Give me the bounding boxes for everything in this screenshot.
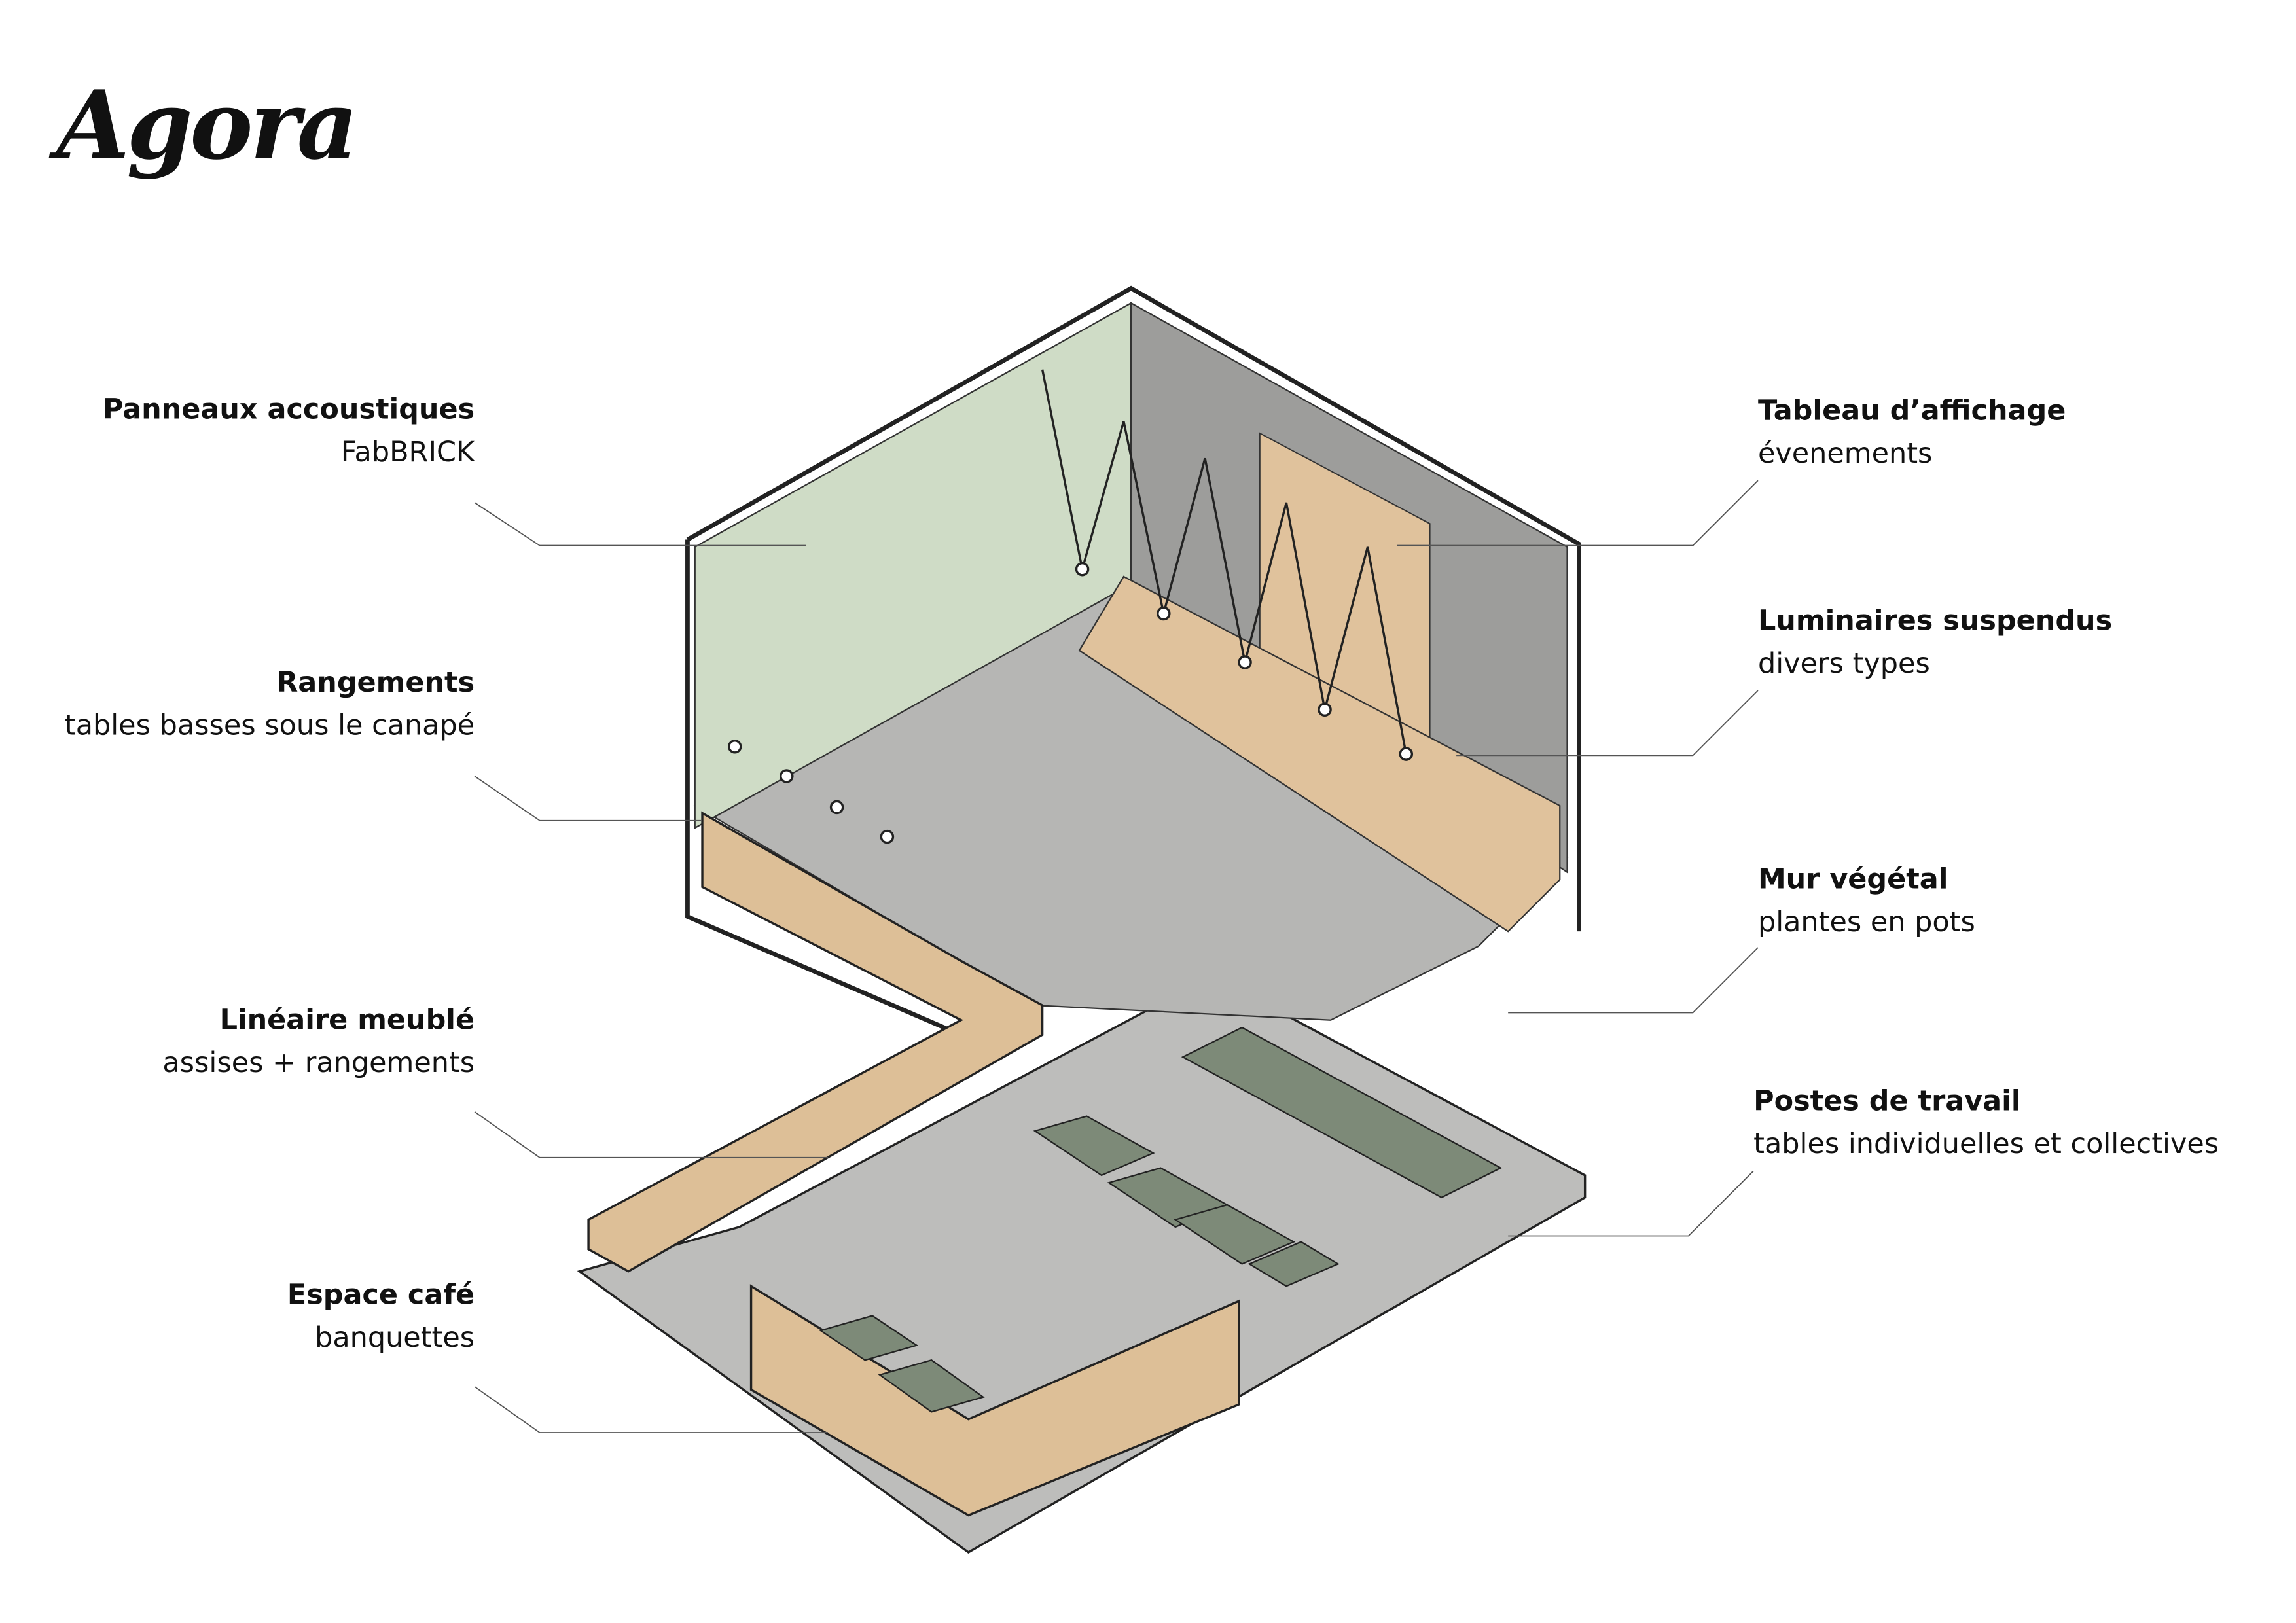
label-subtitle: tables individuelles et collectives [1753, 1128, 2219, 1161]
table [1033, 1115, 1155, 1177]
label-title: Tableau d’affichage [1757, 395, 2066, 427]
label-subtitle: évenements [1757, 437, 1933, 471]
label-cafe-space: Espace café banquettes [287, 1274, 475, 1360]
label-title: Espace café [287, 1279, 475, 1311]
collective-table [1181, 1026, 1503, 1199]
label-subtitle: tables basses sous le canapé [64, 709, 475, 743]
leader-lines [474, 480, 1759, 1433]
cafe-table [819, 1315, 919, 1361]
linear-furniture [587, 811, 1044, 1273]
label-title: Luminaires suspendus [1757, 604, 2113, 637]
label-subtitle: FabBRICK [340, 436, 475, 469]
label-title: Mur végétal [1757, 863, 1948, 896]
label-linear-furniture: Linéaire meublé assises + rangements [162, 999, 475, 1085]
label-green-wall: Mur végétal plantes en pots [1758, 859, 1975, 944]
label-subtitle: banquettes [315, 1321, 475, 1355]
label-storage: Rangements tables basses sous le canapé [65, 662, 475, 748]
label-title: Linéaire meublé [219, 1003, 475, 1037]
label-title: Postes de travail [1753, 1085, 2021, 1118]
label-acoustic-panels: Panneaux accoustiques FabBRICK [103, 389, 475, 474]
cafe-table [878, 1359, 985, 1413]
pendant-lights [727, 369, 1414, 844]
label-title: Rangements [276, 666, 475, 700]
cafe-banquette [749, 1284, 1240, 1517]
label-subtitle: assises + rangements [162, 1046, 475, 1080]
agora-logo: Agora [56, 71, 358, 182]
label-bulletin-board: Tableau d’affichage évenements [1758, 390, 2066, 476]
label-workstations: Postes de travail tables individuelles e… [1753, 1080, 2219, 1166]
label-subtitle: divers types [1757, 647, 1930, 681]
table [1247, 1241, 1340, 1287]
label-pendant-lights: Luminaires suspendus divers types [1758, 600, 2112, 686]
label-subtitle: plantes en pots [1757, 906, 1975, 939]
table [1174, 1204, 1296, 1265]
label-title: Panneaux accoustiques [102, 393, 475, 426]
long-bench [1078, 575, 1561, 933]
